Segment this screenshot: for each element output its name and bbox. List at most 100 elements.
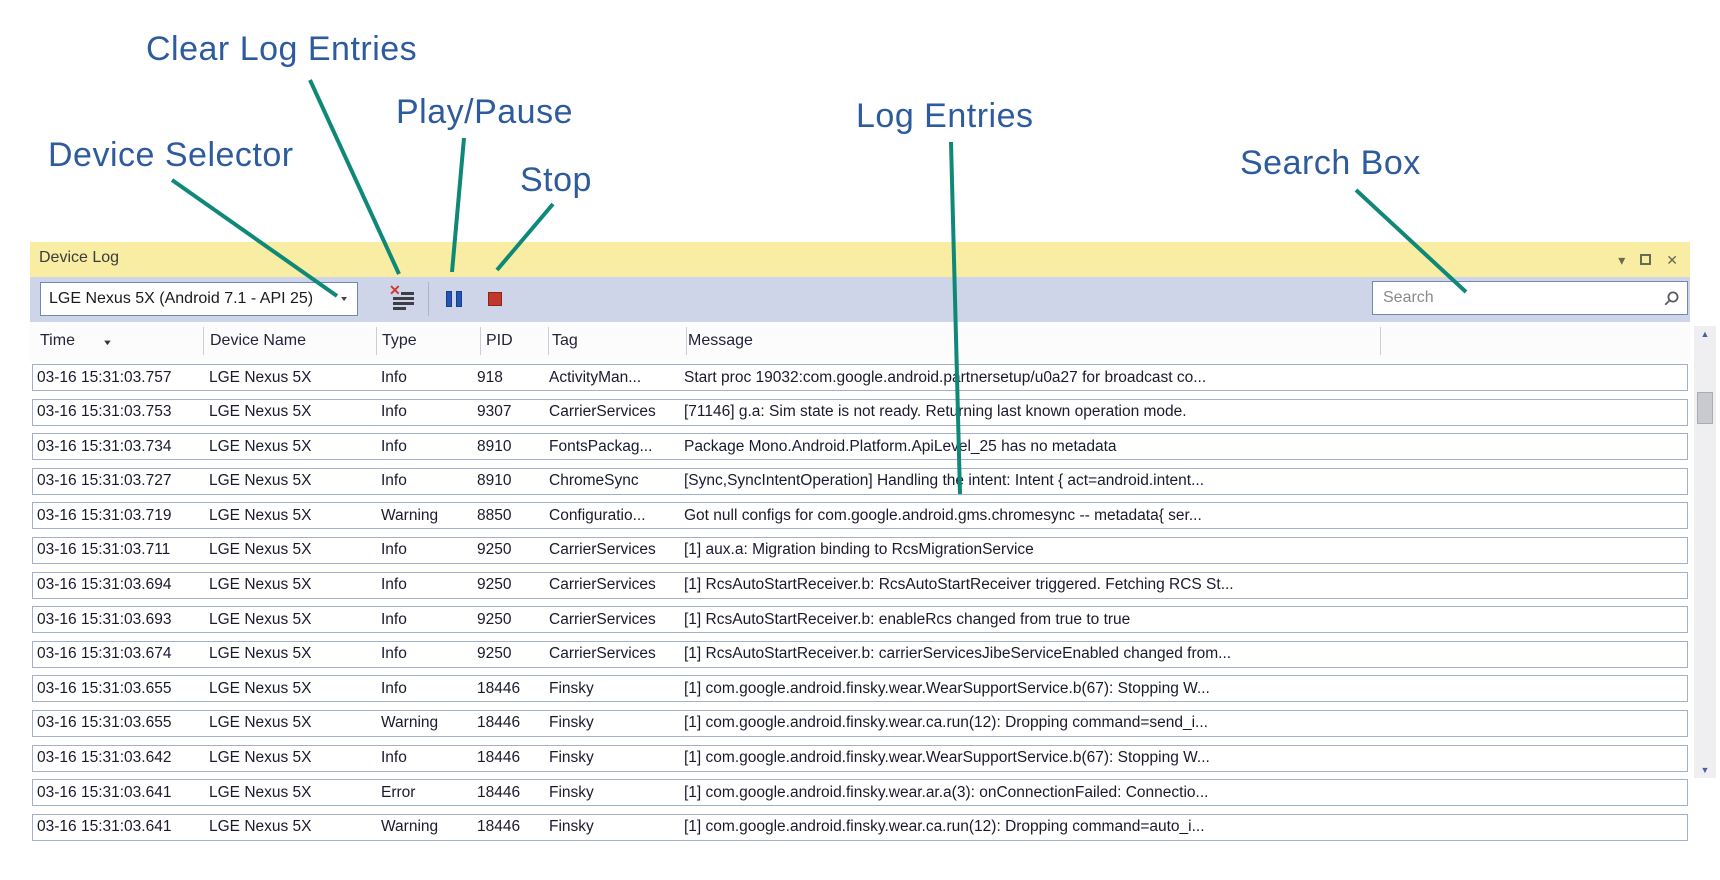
cell-tag: CarrierServices	[549, 610, 656, 628]
search-box	[1372, 281, 1688, 315]
scroll-up-icon[interactable]: ▲	[1700, 329, 1710, 339]
cell-message: [71146] g.a: Sim state is not ready. Ret…	[684, 403, 1187, 421]
cell-device: LGE Nexus 5X	[209, 576, 312, 594]
annotation-device-selector: Device Selector	[48, 136, 294, 174]
cell-message: [1] RcsAutoStartReceiver.b: enableRcs ch…	[684, 610, 1131, 628]
column-header-tag[interactable]: Tag	[552, 332, 578, 349]
sort-desc-icon: ▼	[102, 338, 113, 348]
panel-titlebar: Device Log ▾ ✕	[30, 242, 1690, 277]
cell-device: LGE Nexus 5X	[209, 679, 312, 697]
cell-type: Info	[381, 645, 407, 663]
cell-pid: 18446	[477, 749, 521, 767]
close-icon[interactable]: ✕	[1666, 251, 1678, 268]
cell-tag: Finsky	[549, 818, 594, 836]
column-header-device-name[interactable]: Device Name	[210, 332, 307, 349]
vertical-scrollbar[interactable]: ▲ ▼	[1694, 326, 1716, 778]
cell-message: [1] com.google.android.finsky.wear.WearS…	[684, 679, 1210, 697]
cell-message: [1] RcsAutoStartReceiver.b: carrierServi…	[684, 645, 1232, 663]
cell-type: Info	[381, 472, 407, 490]
column-header-message[interactable]: Message	[688, 332, 753, 349]
search-input[interactable]	[1373, 289, 1659, 307]
chevron-down-icon: ▼	[339, 295, 349, 303]
cell-tag: CarrierServices	[549, 576, 656, 594]
cell-message: [Sync,SyncIntentOperation] Handling the …	[684, 472, 1205, 490]
cell-type: Info	[381, 403, 407, 421]
cell-message: [1] com.google.android.finsky.wear.ar.a(…	[684, 783, 1209, 801]
cell-type: Info	[381, 437, 407, 455]
cell-device: LGE Nexus 5X	[209, 403, 312, 421]
cell-time: 03-16 15:31:03.753	[37, 403, 172, 421]
cell-tag: Finsky	[549, 679, 594, 697]
cell-pid: 9307	[477, 403, 512, 421]
cell-device: LGE Nexus 5X	[209, 437, 312, 455]
stop-button[interactable]	[478, 281, 512, 317]
cell-time: 03-16 15:31:03.674	[37, 645, 172, 663]
cell-time: 03-16 15:31:03.694	[37, 576, 172, 594]
cell-type: Warning	[381, 818, 439, 836]
cell-message: [1] com.google.android.finsky.wear.ca.ru…	[684, 714, 1208, 732]
window-position-chevron-icon[interactable]: ▾	[1618, 251, 1626, 268]
header-divider	[480, 327, 481, 355]
scroll-down-icon[interactable]: ▼	[1700, 765, 1710, 775]
cell-message: [1] RcsAutoStartReceiver.b: RcsAutoStart…	[684, 576, 1234, 594]
cell-pid: 9250	[477, 610, 512, 628]
table-header: Time ▼ Device Name Type PID Tag Message	[30, 322, 1690, 362]
cell-device: LGE Nexus 5X	[209, 783, 312, 801]
cell-tag: Finsky	[549, 749, 594, 767]
header-divider	[548, 327, 549, 355]
column-header-pid[interactable]: PID	[486, 332, 513, 349]
cell-message: [1] aux.a: Migration binding to RcsMigra…	[684, 541, 1034, 559]
cell-type: Info	[381, 541, 407, 559]
cell-type: Info	[381, 679, 407, 697]
toolbar: LGE Nexus 5X (Android 7.1 - API 25) ▼ ✕	[30, 277, 1690, 322]
device-selector-value: LGE Nexus 5X (Android 7.1 - API 25)	[49, 290, 314, 307]
cell-pid: 8910	[477, 437, 512, 455]
cell-time: 03-16 15:31:03.719	[37, 506, 172, 524]
cell-message: [1] com.google.android.finsky.wear.ca.ru…	[684, 818, 1205, 836]
cell-tag: Finsky	[549, 783, 594, 801]
cell-time: 03-16 15:31:03.757	[37, 368, 172, 386]
cell-message: [1] com.google.android.finsky.wear.WearS…	[684, 749, 1210, 767]
clear-log-entries-button[interactable]: ✕	[386, 281, 420, 317]
cell-pid: 918	[477, 368, 503, 386]
play-pause-button[interactable]	[437, 281, 471, 317]
header-divider	[686, 327, 687, 355]
cell-device: LGE Nexus 5X	[209, 818, 312, 836]
panel-title: Device Log	[39, 249, 120, 266]
column-header-type[interactable]: Type	[382, 332, 417, 349]
search-icon[interactable]	[1659, 290, 1683, 307]
cell-pid: 9250	[477, 645, 512, 663]
annotation-stop: Stop	[520, 161, 592, 199]
cell-message: Got null configs for com.google.android.…	[684, 506, 1202, 524]
column-header-time[interactable]: Time	[40, 332, 75, 349]
cell-type: Info	[381, 749, 407, 767]
header-divider	[376, 327, 377, 355]
cell-pid: 9250	[477, 576, 512, 594]
clear-log-icon: ✕	[389, 282, 414, 310]
stop-icon	[488, 292, 502, 306]
cell-pid: 8850	[477, 506, 512, 524]
device-selector-dropdown[interactable]: LGE Nexus 5X (Android 7.1 - API 25) ▼	[40, 282, 358, 316]
cell-device: LGE Nexus 5X	[209, 506, 312, 524]
maximize-icon[interactable]	[1640, 254, 1652, 265]
cell-tag: CarrierServices	[549, 645, 656, 663]
cell-message: Package Mono.Android.Platform.ApiLevel_2…	[684, 437, 1117, 455]
cell-pid: 18446	[477, 714, 521, 732]
scrollbar-thumb[interactable]	[1697, 392, 1713, 424]
